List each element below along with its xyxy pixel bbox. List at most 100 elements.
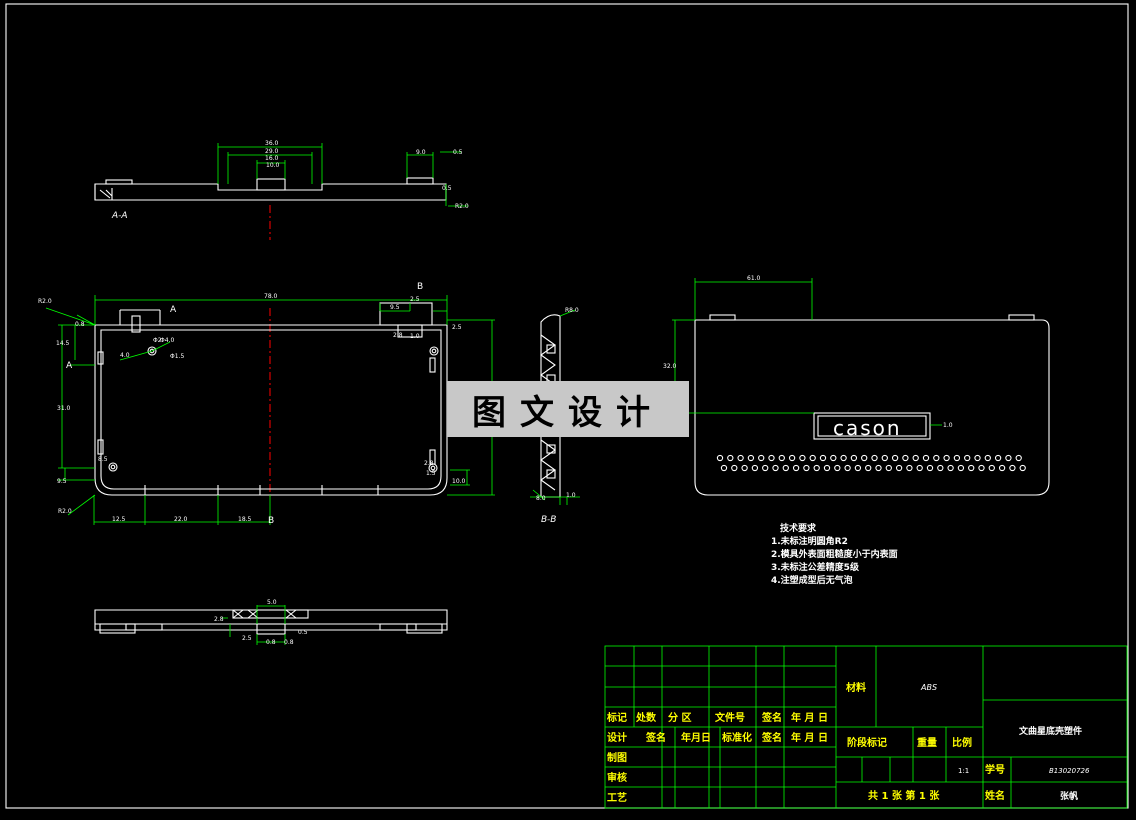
vent-hole bbox=[865, 464, 872, 472]
vent-hole bbox=[768, 454, 775, 462]
cell-draw: 制图 bbox=[607, 751, 627, 764]
student-no-label: 学号 bbox=[985, 763, 1005, 776]
vent-hole bbox=[741, 464, 748, 472]
vent-hole bbox=[902, 454, 909, 462]
vent-hole bbox=[978, 464, 985, 472]
vent-hole bbox=[844, 464, 851, 472]
exterior-view: cason 61.0 32.0 1.0 bbox=[663, 275, 1050, 496]
vent-hole bbox=[957, 464, 965, 472]
vent-hole bbox=[891, 454, 899, 462]
vent-hole bbox=[1015, 454, 1022, 462]
dim-plan-r-tl: R2.0 bbox=[38, 298, 52, 305]
vent-hole bbox=[881, 454, 888, 462]
vent-hole bbox=[998, 464, 1006, 472]
vent-holes bbox=[716, 454, 1026, 472]
stage-mark-label: 阶段标记 bbox=[847, 736, 887, 749]
dim-plan-width: 31.0 bbox=[57, 405, 71, 412]
cell-sign: 签名 bbox=[761, 711, 782, 724]
section-bb-label: B-B bbox=[541, 515, 556, 525]
student-no: B13020726 bbox=[1049, 767, 1090, 775]
dim-bb-depth: 8.0 bbox=[536, 495, 546, 502]
vent-hole bbox=[861, 454, 868, 462]
watermark-banner: 图文设计 bbox=[447, 381, 689, 437]
dim-plan-boss-r2: 1.5 bbox=[426, 470, 436, 477]
cell-standard-date: 年 月 日 bbox=[791, 731, 828, 744]
tech-line-2: 2.模具外表面粗糙度小于内表面 bbox=[771, 548, 898, 560]
vent-hole bbox=[937, 464, 944, 472]
drawing-frame bbox=[5, 3, 1129, 809]
cell-design-sign: 签名 bbox=[645, 731, 666, 744]
cell-standard: 标准化 bbox=[721, 731, 752, 744]
vent-hole bbox=[772, 464, 779, 472]
dim-plan-right-wall: 2.5 bbox=[452, 324, 462, 331]
dim-plan-edge: 9.5 bbox=[57, 478, 67, 485]
vent-hole bbox=[758, 454, 765, 462]
dim-plan-tab-gap: 2.5 bbox=[410, 296, 420, 303]
vent-hole bbox=[799, 454, 806, 462]
vent-hole bbox=[947, 464, 954, 472]
name-label: 姓名 bbox=[984, 789, 1005, 802]
vent-hole bbox=[906, 464, 913, 472]
vent-hole bbox=[922, 454, 930, 462]
dim-aa-width: 36.0 bbox=[265, 140, 279, 147]
vent-hole bbox=[834, 464, 841, 472]
vent-hole bbox=[984, 454, 991, 462]
material-label: 材料 bbox=[846, 681, 866, 694]
title-row-design: 设计 签名 年月日 标准化 签名 年 月 日 bbox=[607, 731, 828, 744]
title-block: 材料 ABS 文曲星底壳塑件 标记 处数 分 区 文件号 签名 年 月 日 设计… bbox=[604, 645, 1128, 809]
cell-date: 年 月 日 bbox=[791, 711, 828, 724]
vent-hole bbox=[964, 454, 971, 462]
vent-hole bbox=[737, 454, 744, 462]
cell-count: 处数 bbox=[635, 711, 657, 724]
section-bb-view: R8.0 8.0 1.0 B-B bbox=[530, 307, 580, 525]
vent-hole bbox=[875, 464, 882, 472]
cell-standard-sign: 签名 bbox=[761, 731, 782, 744]
cut-mark-b-bottom: B bbox=[268, 516, 274, 526]
vent-hole bbox=[895, 464, 903, 472]
vent-hole bbox=[871, 454, 878, 462]
weight-label: 重量 bbox=[917, 736, 937, 749]
section-aa-view: 36.0 29.0 16.0 10.0 9.0 0.5 0.5 R2.0 A-A bbox=[94, 140, 469, 221]
cut-mark-b-top: B bbox=[417, 282, 423, 292]
vent-hole bbox=[788, 454, 796, 462]
dim-bb-wall: 1.0 bbox=[566, 492, 576, 499]
watermark-text: 图文设计 bbox=[472, 392, 664, 433]
dim-plan-wall: 0.8 bbox=[75, 321, 85, 328]
dim-aa-radius: R2.0 bbox=[455, 203, 469, 210]
dim-bot-gap2: 0.8 bbox=[284, 639, 294, 646]
vent-hole bbox=[994, 454, 1002, 462]
vent-hole bbox=[854, 464, 862, 472]
dim-plan-dia: Φ4.0 bbox=[160, 337, 174, 344]
vent-hole bbox=[974, 454, 981, 462]
dim-plan-tab: 9.5 bbox=[390, 304, 400, 311]
tech-requirements: 技术要求 1.未标注明圆角R2 2.模具外表面粗糙度小于内表面 3.未标注公差精… bbox=[771, 522, 898, 586]
vent-hole bbox=[727, 454, 734, 462]
tech-line-4: 4.注塑成型后无气泡 bbox=[771, 574, 853, 586]
dim-bot-offset: 2.5 bbox=[242, 635, 252, 642]
dim-plan-seg3: 18.5 bbox=[238, 516, 252, 523]
dim-plan-r-bl: R2.0 bbox=[58, 508, 72, 515]
dim-plan-offset: 14.5 bbox=[56, 340, 70, 347]
sheet-count: 共 1 张 第 1 张 bbox=[868, 789, 940, 802]
dim-ext-height: 32.0 bbox=[663, 363, 677, 370]
dim-ext-logo: 1.0 bbox=[943, 422, 953, 429]
part-name: 文曲星底壳塑件 bbox=[1018, 725, 1082, 737]
dim-bot-gap: 0.8 bbox=[266, 639, 276, 646]
vent-hole bbox=[916, 464, 923, 472]
dim-aa-gap: 0.5 bbox=[453, 149, 463, 156]
cell-zone: 分 区 bbox=[668, 711, 691, 724]
scale-label: 比例 bbox=[952, 736, 972, 749]
cell-design: 设计 bbox=[607, 731, 627, 744]
title-row-mark: 标记 处数 分 区 文件号 签名 年 月 日 bbox=[606, 711, 828, 724]
dim-plan-dia-hole: Φ1.5 bbox=[170, 353, 184, 360]
vent-hole bbox=[778, 454, 785, 462]
dim-bot-depth: 2.8 bbox=[214, 616, 224, 623]
cut-mark-a-left: A bbox=[66, 361, 73, 371]
vent-hole bbox=[819, 454, 827, 462]
tech-line-3: 3.未标注公差精度5级 bbox=[771, 561, 860, 573]
cell-design-date: 年月日 bbox=[681, 731, 711, 744]
bottom-view: 5.0 2.8 2.5 0.8 0.8 0.5 bbox=[94, 599, 448, 646]
vent-hole bbox=[731, 464, 738, 472]
vent-hole bbox=[1009, 464, 1016, 472]
vent-hole bbox=[988, 464, 995, 472]
